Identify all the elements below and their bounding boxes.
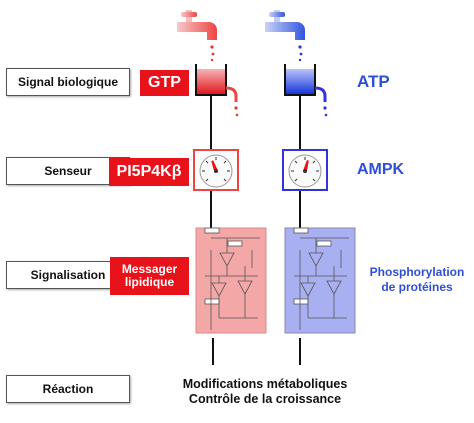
blue-tank-icon — [284, 64, 328, 117]
blue-circuit-board-icon — [284, 227, 356, 334]
protein-phosphorylation-label: Phosphorylation de protéines — [366, 265, 468, 295]
red-faucet-icon — [177, 10, 217, 62]
ampk-label: AMPK — [357, 161, 405, 178]
red-circuit-board-icon — [195, 227, 267, 334]
row-label-signaling: Signalisation — [6, 261, 130, 289]
blue-faucet-icon — [265, 10, 305, 62]
left-connector — [210, 95, 214, 365]
lipid-messenger-line-1: Messager — [121, 262, 178, 276]
blue-gauge-icon — [282, 149, 328, 191]
reaction-line-2: Contrôle de la croissance — [188, 392, 342, 406]
pi5p4kb-label: PI5P4Kβ — [109, 158, 189, 186]
reaction-line-1: Modifications métaboliques — [182, 377, 348, 391]
lipid-messenger-line-2: lipidique — [124, 275, 175, 289]
reaction-text: Modifications métaboliques Contrôle de l… — [150, 377, 380, 407]
gtp-label: GTP — [140, 70, 189, 96]
red-gauge-icon — [193, 149, 239, 191]
lipid-messenger-label: Messager lipidique — [110, 257, 189, 295]
phosphorylation-line-1: Phosphorylation — [369, 265, 465, 279]
phosphorylation-line-2: de protéines — [381, 280, 453, 294]
red-tank-icon — [195, 64, 239, 117]
row-label-signal: Signal biologique — [6, 68, 130, 96]
row-label-reaction: Réaction — [6, 375, 130, 403]
atp-label: ATP — [357, 72, 390, 91]
